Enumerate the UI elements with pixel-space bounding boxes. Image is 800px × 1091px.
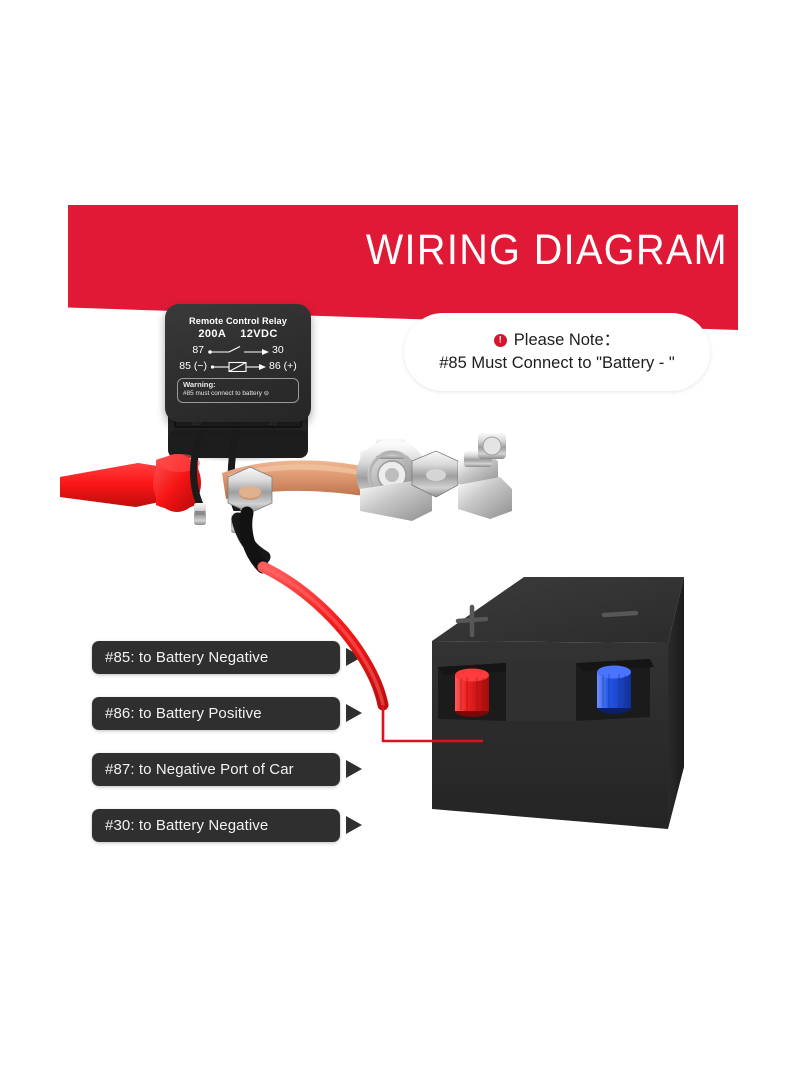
label-chip-87[interactable]: #87: to Negative Port of Car (92, 753, 340, 786)
relay-title: Remote Control Relay (189, 316, 287, 326)
relay-terminal-87: 87 (192, 344, 204, 356)
relay-current: 200A (198, 328, 227, 340)
battery-positive-terminal (455, 668, 489, 717)
label-chip-85[interactable]: #85: to Battery Negative (92, 641, 340, 674)
relay-faceplate: Remote Control Relay 200A 12VDC 87 30 (165, 304, 311, 422)
label-chip-text: #86: to Battery Positive (105, 705, 262, 722)
relay-coil-symbol (210, 361, 266, 372)
relay-switch-row: 87 30 (165, 344, 311, 356)
battery-negative-terminal (597, 665, 631, 714)
please-note-callout: ! Please Note： #85 Must Connect to "Batt… (404, 313, 710, 391)
relay-spec: 200A 12VDC (165, 328, 311, 340)
relay-voltage: 12VDC (240, 328, 278, 340)
label-chip-86[interactable]: #86: to Battery Positive (92, 697, 340, 730)
label-chip-text: #30: to Battery Negative (105, 817, 269, 834)
page-title: WIRING DIAGRAM (365, 226, 728, 274)
relay-warning-title: Warning: (183, 380, 216, 389)
relay-warning-text: #85 must connect to battery ⊖ (183, 389, 270, 397)
exclamation-circle-icon: ! (493, 334, 507, 348)
triangle-right-icon (346, 760, 362, 778)
note-heading-text: Please Note： (513, 330, 621, 349)
relay-coil-row: 85 (−) 86 (+) (165, 360, 311, 372)
relay-terminal-85: 85 (−) (179, 360, 207, 372)
battery-plus-icon (455, 604, 489, 638)
relay-terminal-30: 30 (272, 344, 284, 356)
note-heading-row: ! Please Note： (493, 330, 621, 351)
terminal-hardware-assembly (60, 415, 550, 575)
triangle-right-icon (346, 816, 362, 834)
positive-cable-run (239, 506, 483, 743)
battery-svg (432, 577, 684, 829)
label-chip-text: #85: to Battery Negative (105, 649, 269, 666)
label-chip-text: #87: to Negative Port of Car (105, 761, 294, 778)
battery-minus-icon (601, 610, 639, 618)
relay-switch-symbol (207, 345, 269, 356)
hardware-svg (60, 429, 512, 564)
label-chip-30[interactable]: #30: to Battery Negative (92, 809, 340, 842)
relay-module: Remote Control Relay 200A 12VDC 87 30 (165, 304, 311, 422)
svg-text:30: 30 (268, 418, 277, 427)
triangle-right-icon (346, 704, 362, 722)
note-body-text: #85 Must Connect to "Battery - " (439, 354, 675, 373)
battery-unit (424, 571, 692, 859)
relay-terminal-86: 86 (+) (269, 360, 297, 372)
svg-text:85: 85 (192, 418, 201, 427)
relay-warning-box: Warning: #85 must connect to battery ⊖ (177, 378, 299, 403)
